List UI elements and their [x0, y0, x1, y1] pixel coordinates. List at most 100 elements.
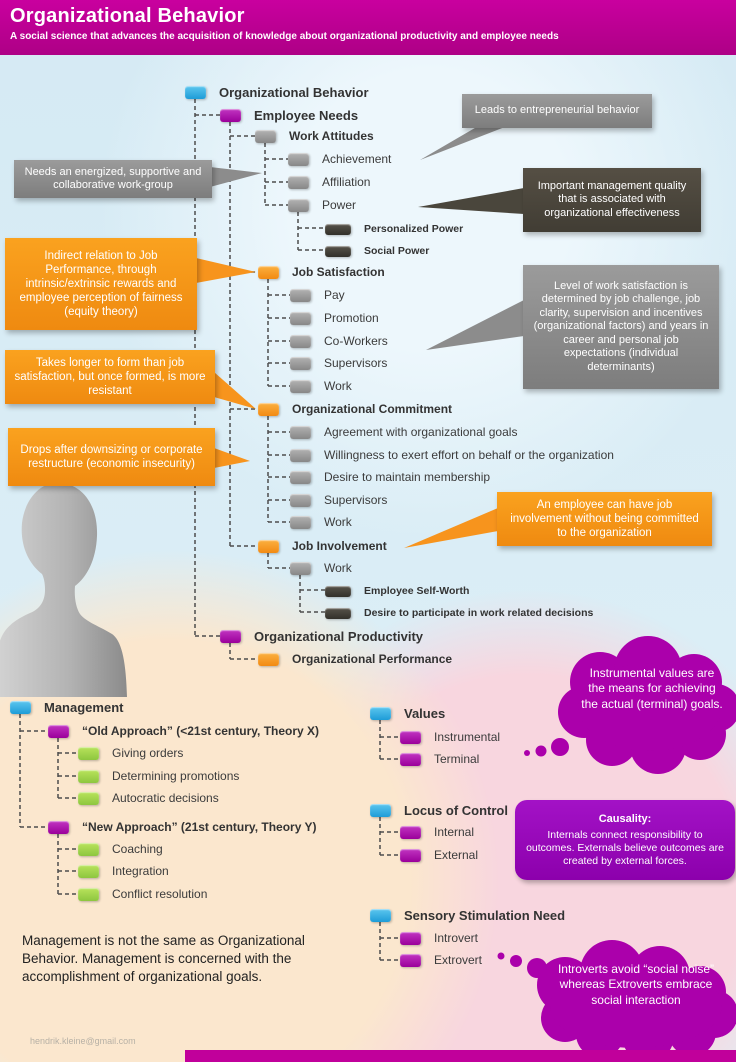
green-bullet-icon	[78, 769, 99, 783]
node-achievement: Achievement	[288, 151, 391, 167]
node-employee-needs: Employee Needs	[220, 107, 358, 123]
node-label: Internal	[434, 825, 475, 839]
node-label: Power	[322, 198, 357, 212]
person-silhouette	[0, 482, 127, 697]
node-organizational-behavior: Organizational Behavior	[185, 84, 369, 100]
node-agreement: Agreement with organizational goals	[290, 424, 517, 440]
node-giving-orders: Giving orders	[78, 745, 183, 761]
callout-pointer-entrepreneurial	[420, 125, 510, 160]
green-bullet-icon	[78, 842, 99, 856]
node-label: Willingness to exert effort on behalf or…	[324, 448, 614, 462]
callout-causality: Causality: Internals connect responsibil…	[515, 800, 735, 880]
node-label: Personalized Power	[364, 223, 464, 235]
node-label: Supervisors	[324, 356, 388, 370]
gray-bullet-icon	[290, 379, 311, 393]
node-autocratic-decisions: Autocratic decisions	[78, 790, 219, 806]
node-work-2: Work	[290, 514, 352, 530]
callout-pointer-equity	[196, 258, 256, 283]
node-old-approach: “Old Approach” (<21st century, Theory X)	[48, 723, 319, 739]
purple-bullet-icon	[400, 752, 421, 766]
node-label: Giving orders	[112, 746, 184, 760]
node-instrumental: Instrumental	[400, 729, 500, 745]
node-label: Job Involvement	[292, 539, 387, 553]
node-label: “New Approach” (21st century, Theory Y)	[82, 820, 317, 834]
gray-bullet-icon	[290, 470, 311, 484]
node-label: Integration	[112, 864, 169, 878]
node-job-involvement: Job Involvement	[258, 538, 387, 554]
gray-bullet-icon	[290, 288, 311, 302]
dark-bullet-icon	[325, 585, 351, 597]
node-label: Job Satisfaction	[292, 265, 385, 279]
purple-bullet-icon	[48, 820, 69, 834]
purple-bullet-icon	[220, 629, 241, 643]
blue-bullet-icon	[370, 706, 391, 720]
node-label: Employee Needs	[254, 107, 359, 123]
node-label: Locus of Control	[404, 802, 508, 818]
thought-cloud-introvert	[497, 940, 736, 1062]
node-label: Introvert	[434, 931, 479, 945]
orange-bullet-icon	[258, 652, 279, 666]
node-values: Values	[370, 705, 445, 721]
node-label: Work Attitudes	[289, 129, 374, 143]
node-label: Work	[324, 379, 352, 393]
node-label: Supervisors	[324, 493, 388, 507]
node-terminal: Terminal	[400, 751, 479, 767]
node-label: Agreement with organizational goals	[324, 425, 518, 439]
author-email: hendrik.kleine@gmail.com	[30, 1036, 136, 1046]
node-management: Management	[10, 699, 123, 715]
callout-pointer-management-quality	[418, 188, 524, 214]
node-label: Work	[324, 561, 352, 575]
dark-bullet-icon	[325, 223, 351, 235]
gray-bullet-icon	[288, 198, 309, 212]
node-self-worth: Employee Self-Worth	[325, 583, 469, 599]
node-introvert: Introvert	[400, 930, 478, 946]
node-job-satisfaction: Job Satisfaction	[258, 264, 385, 280]
dark-bullet-icon	[325, 607, 351, 619]
callout-pointer-workgroup	[210, 167, 262, 187]
node-internal: Internal	[400, 824, 474, 840]
page-title: Organizational Behavior	[10, 5, 245, 27]
orange-bullet-icon	[258, 265, 279, 279]
gray-bullet-icon	[290, 448, 311, 462]
purple-bullet-icon	[400, 825, 421, 839]
node-label: Achievement	[322, 152, 392, 166]
gray-bullet-icon	[290, 425, 311, 439]
purple-bullet-icon	[400, 730, 421, 744]
blue-bullet-icon	[370, 803, 391, 817]
callout-instrumental-note: Instrumental values are the means for ac…	[581, 666, 723, 711]
node-label: “Old Approach” (<21st century, Theory X)	[82, 724, 320, 738]
node-label: Values	[404, 705, 446, 721]
callout-involvement: An employee can have job involvement wit…	[497, 492, 712, 546]
node-personalized-power: Personalized Power	[325, 221, 463, 237]
node-label: Work	[324, 515, 352, 529]
node-organizational-commitment: Organizational Commitment	[258, 401, 452, 417]
purple-bullet-icon	[48, 724, 69, 738]
node-organizational-productivity: Organizational Productivity	[220, 628, 423, 644]
node-label: Desire to participate in work related de…	[364, 607, 594, 619]
node-integration: Integration	[78, 863, 169, 879]
blue-bullet-icon	[10, 700, 31, 714]
node-label: Desire to maintain membership	[324, 470, 491, 484]
purple-bullet-icon	[220, 108, 241, 122]
callout-equity: Indirect relation to Job Performance, th…	[5, 238, 197, 330]
node-conflict-resolution: Conflict resolution	[78, 886, 207, 902]
node-co-workers: Co-Workers	[290, 333, 388, 349]
bottom-accent-bar	[185, 1050, 736, 1062]
node-label: Employee Self-Worth	[364, 585, 470, 597]
node-label: External	[434, 848, 479, 862]
gray-bullet-icon	[290, 311, 311, 325]
callout-satisfaction-factors: Level of work satisfaction is determined…	[523, 265, 719, 389]
callout-entrepreneurial: Leads to entrepreneurial behavior	[462, 94, 652, 128]
blue-bullet-icon	[370, 908, 391, 922]
node-label: Coaching	[112, 842, 163, 856]
node-work-3: Work	[290, 560, 352, 576]
node-desire-membership: Desire to maintain membership	[290, 469, 490, 485]
gray-bullet-icon	[290, 356, 311, 370]
blue-bullet-icon	[185, 85, 206, 99]
node-supervisors-2: Supervisors	[290, 492, 387, 508]
gray-bullet-icon	[290, 493, 311, 507]
green-bullet-icon	[78, 791, 99, 805]
gray-bullet-icon	[290, 334, 311, 348]
